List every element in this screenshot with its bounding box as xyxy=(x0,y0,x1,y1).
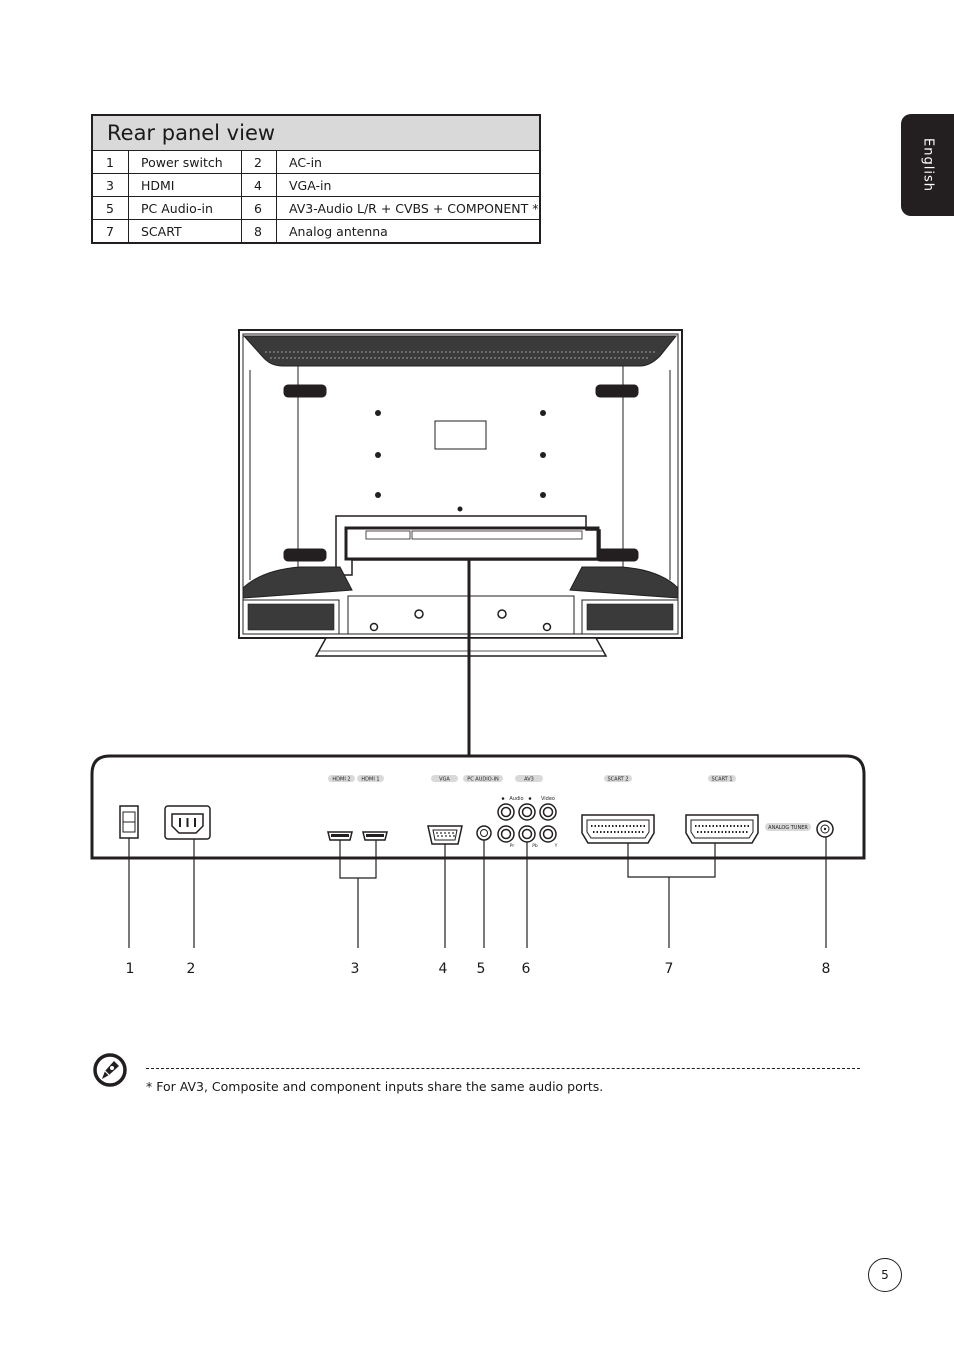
callout-number: 2 xyxy=(186,961,196,977)
video-label: Video xyxy=(541,796,555,802)
table-row: 3 HDMI 4 VGA-in xyxy=(91,173,541,197)
callout-number: 8 xyxy=(821,961,831,977)
item-label: PC Audio-in xyxy=(128,196,242,220)
table-row: 1 Power switch 2 AC-in xyxy=(91,150,541,174)
callout-number: 5 xyxy=(476,961,486,977)
scart-port-icon xyxy=(685,814,759,844)
table-header-row: Rear panel view xyxy=(92,115,540,151)
callout-number: 1 xyxy=(125,961,135,977)
table-row: 5 PC Audio-in 6 AV3-Audio L/R + CVBS + C… xyxy=(91,196,541,220)
vga-port-icon xyxy=(427,825,463,845)
scart-port-icon xyxy=(581,814,655,844)
page-number: 5 xyxy=(881,1268,889,1282)
item-label: SCART xyxy=(128,219,242,244)
antenna-jack-icon xyxy=(816,820,834,838)
note-pen-icon xyxy=(93,1053,127,1087)
pc-audio-in-label: PC AUDIO-IN xyxy=(467,777,499,783)
item-number: 6 xyxy=(241,196,277,220)
page-number-badge: 5 xyxy=(868,1258,902,1292)
callout-number: 7 xyxy=(664,961,674,977)
table-title: Rear panel view xyxy=(92,115,540,151)
hdmi1-label: HDMI 1 xyxy=(361,777,379,783)
item-label: AV3-Audio L/R + CVBS + COMPONENT * xyxy=(276,196,541,220)
item-label: Power switch xyxy=(128,150,242,174)
table-row: 7 SCART 8 Analog antenna xyxy=(91,219,541,244)
y-label: Y xyxy=(554,843,558,849)
pb-label: Pb xyxy=(532,843,538,849)
item-number: 3 xyxy=(91,173,129,197)
callout-leader-lines xyxy=(128,837,827,948)
language-tab: English xyxy=(901,114,954,216)
ac-in-socket-icon xyxy=(164,805,211,840)
note-divider xyxy=(146,1068,860,1069)
item-label: VGA-in xyxy=(276,173,541,197)
audio-label: Audio xyxy=(509,796,523,802)
tv-rear-illustration xyxy=(238,329,683,657)
callout-number: 4 xyxy=(438,961,448,977)
item-number: 8 xyxy=(241,219,277,244)
item-number: 1 xyxy=(91,150,129,174)
pr-label: Pr xyxy=(510,843,515,849)
vga-label: VGA xyxy=(439,777,450,783)
scart2-label: SCART 2 xyxy=(607,777,628,783)
item-number: 2 xyxy=(241,150,277,174)
scart1-label: SCART 1 xyxy=(711,777,732,783)
hdmi2-label: HDMI 2 xyxy=(332,777,350,783)
item-label: Analog antenna xyxy=(276,219,541,244)
item-number: 7 xyxy=(91,219,129,244)
analog-tuner-label: ANALOG TUNER xyxy=(768,825,808,831)
item-label: AC-in xyxy=(276,150,541,174)
callout-number: 6 xyxy=(521,961,531,977)
connector-panel xyxy=(90,754,866,860)
av3-label: AV3 xyxy=(524,777,534,783)
hdmi-port-icon xyxy=(362,831,388,841)
item-label: HDMI xyxy=(128,173,242,197)
rear-panel-table: Rear panel view 1 Power switch 2 AC-in 3… xyxy=(91,114,541,244)
footnote-text: * For AV3, Composite and component input… xyxy=(146,1079,604,1094)
hdmi-port-icon xyxy=(327,831,353,841)
item-number: 5 xyxy=(91,196,129,220)
av3-rca-jacks-icon xyxy=(497,803,557,843)
callout-number: 3 xyxy=(350,961,360,977)
